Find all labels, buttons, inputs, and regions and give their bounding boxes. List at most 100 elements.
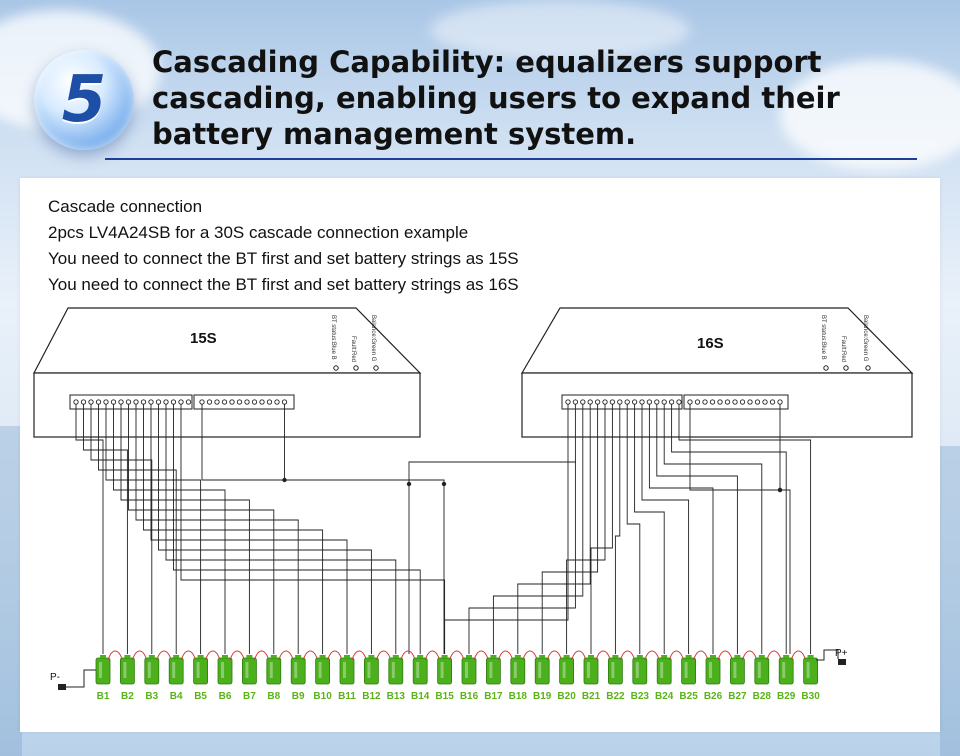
battery-label: B21 — [582, 691, 601, 702]
equalizer-unit-16s: 16S BT status:Blue B Fault:Red Balance:G… — [520, 307, 914, 438]
battery-cap — [661, 655, 668, 658]
terminal-pin — [668, 399, 675, 405]
terminal-pin — [110, 399, 117, 405]
balance-wire — [158, 404, 372, 654]
balance-wire — [614, 404, 621, 654]
battery-label: B30 — [801, 691, 820, 702]
battery-cap — [392, 655, 399, 658]
battery-label: B15 — [435, 691, 454, 702]
battery-label: B25 — [679, 691, 698, 702]
terminal-pin — [580, 399, 586, 405]
battery-cap — [807, 655, 814, 658]
battery-cap — [563, 655, 570, 658]
balance-wire — [626, 404, 641, 654]
battery-cell — [412, 657, 428, 685]
positive-terminal-label: P+ — [835, 648, 848, 659]
battery-cell — [705, 657, 721, 685]
terminal-pin — [572, 399, 579, 405]
description-line: Cascade connection — [48, 197, 203, 216]
page-title: Cascading Capability: equalizers support… — [152, 45, 840, 151]
wire-bundle — [75, 404, 812, 654]
balance-wire — [120, 404, 250, 654]
battery-label: B24 — [655, 691, 674, 702]
description-line: You need to connect the BT first and set… — [48, 275, 519, 294]
terminal-pin — [274, 399, 280, 405]
terminal-pin — [133, 399, 139, 405]
balance-wire — [143, 404, 324, 654]
battery-cap — [758, 655, 765, 658]
battery-shine — [99, 662, 102, 678]
series-jumper — [278, 650, 294, 661]
battery-shine — [684, 662, 688, 678]
battery-shine — [587, 662, 590, 678]
battery-label: B6 — [219, 691, 232, 702]
terminal-pin — [602, 399, 608, 405]
series-jumper — [693, 650, 709, 661]
terminal-pin — [103, 399, 109, 405]
balance-wire — [517, 404, 591, 654]
battery-label: B19 — [533, 691, 552, 702]
battery-cell — [534, 657, 550, 685]
battery-cell — [217, 657, 233, 685]
battery-label: B4 — [170, 691, 183, 702]
terminal-pin — [259, 399, 265, 405]
battery-label: B13 — [387, 691, 406, 702]
battery-cap — [636, 655, 643, 658]
unit-label: 15S — [190, 330, 217, 347]
unit-top-face — [33, 307, 422, 374]
terminal-pin — [724, 399, 731, 405]
battery-cell — [168, 657, 184, 685]
balance-wire — [648, 404, 714, 654]
series-jumper — [741, 650, 758, 661]
terminal-pin — [609, 399, 616, 405]
background-cloud — [430, 0, 690, 60]
series-jumper — [107, 650, 123, 661]
battery-label: B9 — [292, 691, 305, 702]
balance-wire — [444, 404, 569, 654]
battery-label: B26 — [704, 691, 723, 702]
battery-label: B17 — [484, 691, 503, 702]
led-indicator — [843, 365, 849, 371]
series-jumper — [790, 650, 807, 661]
battery-cell — [266, 657, 282, 685]
balance-wire — [173, 404, 421, 654]
terminal-pin — [148, 399, 154, 405]
balance-wire — [468, 404, 576, 654]
series-jumper — [229, 650, 245, 661]
terminal-pin — [95, 399, 102, 405]
battery-cell — [363, 657, 379, 685]
led-label-bt-status: BT status:Blue B — [330, 315, 336, 360]
series-jumper — [205, 650, 221, 661]
battery-cell — [315, 657, 331, 685]
terminal-pin — [199, 399, 205, 405]
battery-cell — [559, 657, 574, 685]
battery-cell — [656, 657, 672, 685]
battery-shine — [147, 662, 151, 678]
battery-shine — [757, 662, 761, 678]
led-indicator — [823, 365, 829, 371]
battery-label: B23 — [631, 691, 650, 702]
led-label-fault: Fault:Red — [840, 336, 846, 362]
battery-shine — [416, 662, 420, 678]
positive-terminal-plug — [838, 659, 846, 665]
terminal-pin — [155, 399, 162, 405]
battery-shine — [440, 662, 444, 678]
battery-label: B3 — [145, 691, 158, 702]
series-jumper — [253, 650, 270, 661]
battery-shine — [367, 662, 371, 678]
balance-wire — [165, 404, 397, 654]
battery-cap — [100, 655, 106, 658]
battery-cell — [144, 657, 160, 685]
series-jumper — [595, 650, 611, 661]
negative-terminal-wire — [66, 669, 96, 688]
terminal-pin — [624, 399, 630, 405]
series-jumper — [424, 650, 441, 661]
unit-label: 16S — [697, 335, 724, 352]
terminal-pin — [229, 399, 235, 405]
positive-terminal: P+ — [816, 648, 848, 665]
battery-label: B2 — [121, 691, 134, 702]
battery-shine — [733, 662, 737, 678]
series-jumper — [668, 650, 685, 661]
battery-cap — [490, 655, 497, 658]
